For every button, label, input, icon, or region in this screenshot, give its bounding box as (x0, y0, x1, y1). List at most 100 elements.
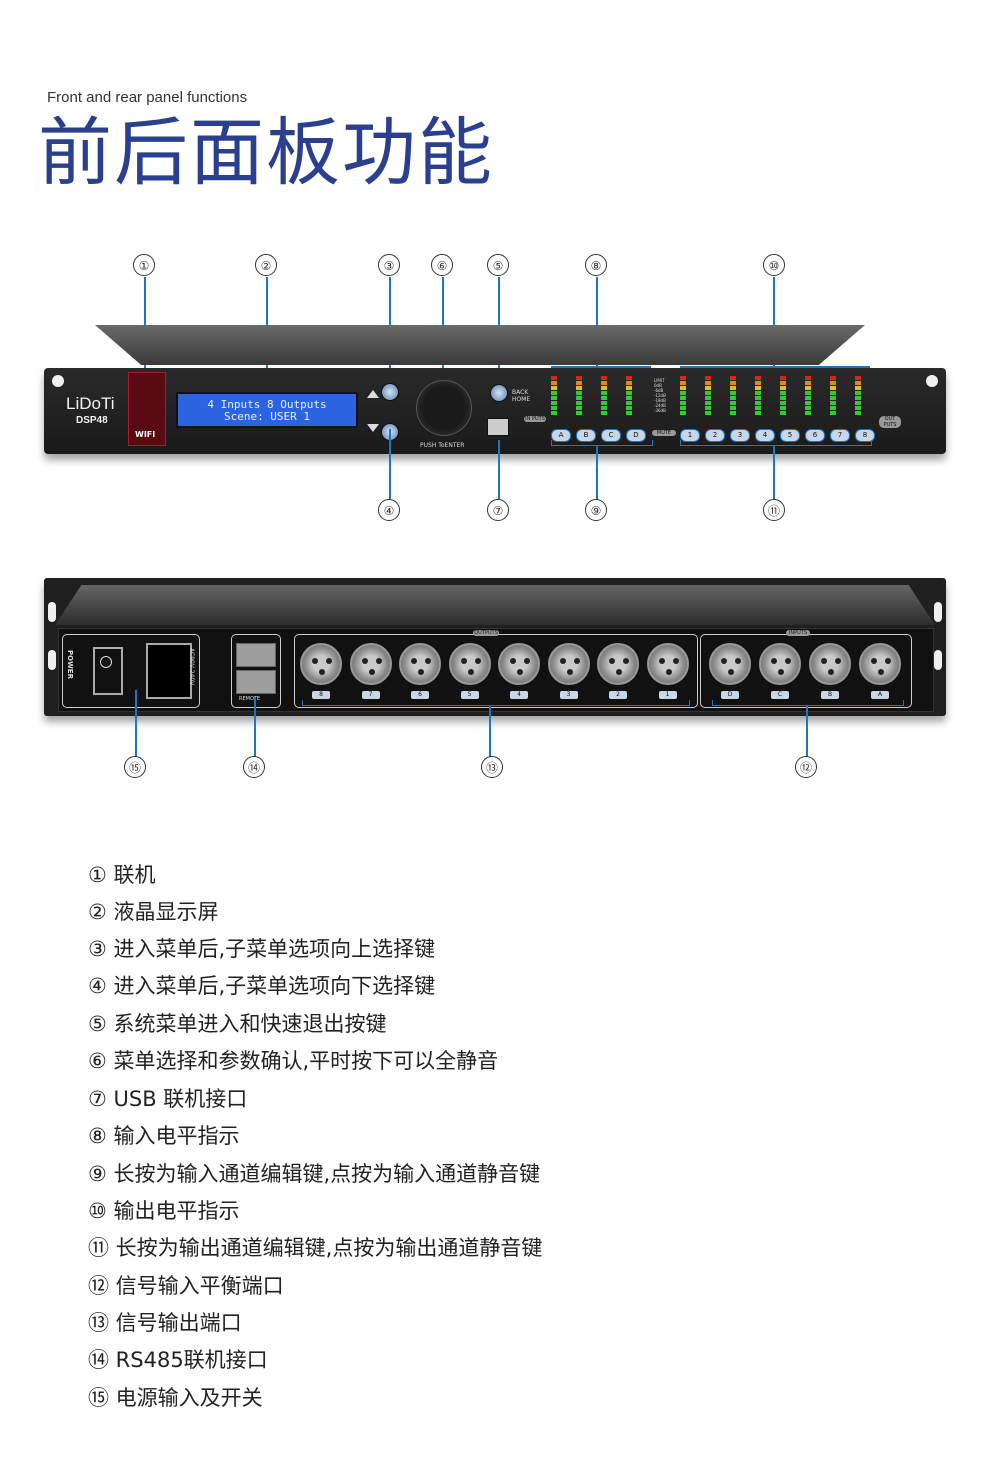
output-channel-button-8[interactable]: 8 (855, 429, 875, 442)
led-segment (680, 406, 686, 410)
xlr-pin (828, 669, 834, 675)
iec-power-inlet[interactable] (146, 643, 192, 699)
led-segment (601, 401, 607, 405)
input-xlr-d[interactable] (709, 643, 751, 685)
back-home-button[interactable] (490, 384, 508, 402)
led-segment (705, 406, 711, 410)
input-channel-button-d[interactable]: D (626, 429, 646, 442)
output-xlr-3[interactable] (547, 643, 590, 685)
led-segment (855, 406, 861, 410)
description-5: ⑤ 系统菜单进入和快速退出按键 (88, 1012, 387, 1036)
led-segment (551, 411, 557, 415)
led-segment (601, 411, 607, 415)
output-xlr-7[interactable] (349, 643, 392, 685)
led-meter-column (601, 376, 607, 416)
rear-chassis-top (55, 585, 935, 625)
led-segment (805, 386, 811, 390)
output-channel-button-5[interactable]: 5 (780, 429, 800, 442)
wifi-label: WIFI (135, 430, 156, 439)
description-12: ⑫ 信号输入平衡端口 (88, 1274, 284, 1298)
callout-line-4 (389, 429, 391, 500)
output-channel-button-2[interactable]: 2 (705, 429, 725, 442)
led-segment (680, 381, 686, 385)
xlr-pin (609, 658, 615, 664)
led-segment (705, 386, 711, 390)
xlr-pin (616, 669, 622, 675)
xlr-pin (885, 658, 891, 664)
output-channel-button-1[interactable]: 1 (680, 429, 700, 442)
led-meter-column (805, 376, 811, 416)
xlr-pin (361, 658, 368, 664)
led-segment (855, 401, 861, 405)
callout-12: ⑫ (795, 756, 817, 778)
input-channel-button-a[interactable]: A (551, 429, 571, 442)
voltage-label: AC90V-240V (188, 648, 195, 686)
led-segment (755, 376, 761, 380)
rear-ear-slot (934, 650, 942, 670)
output-xlr-1[interactable] (646, 643, 689, 685)
led-segment (780, 396, 786, 400)
led-segment (680, 386, 686, 390)
output-xlr-4[interactable] (498, 643, 540, 685)
encoder-knob[interactable] (416, 380, 472, 436)
usb-port[interactable] (487, 418, 509, 436)
led-segment (780, 381, 786, 385)
input-channel-button-b[interactable]: B (576, 429, 596, 442)
led-segment (780, 376, 786, 380)
led-segment (805, 381, 811, 385)
output-channel-button-3[interactable]: 3 (730, 429, 750, 442)
output-xlr-8[interactable] (300, 643, 342, 685)
output-xlr-5[interactable] (448, 643, 491, 685)
power-switch[interactable] (93, 647, 123, 695)
led-segment (551, 401, 557, 405)
rear-ear-slot (48, 602, 56, 622)
led-segment (601, 376, 607, 380)
led-segment (830, 396, 836, 400)
led-segment (626, 411, 632, 415)
led-segment (855, 396, 861, 400)
led-segment (705, 401, 711, 405)
led-meter-column (551, 376, 557, 416)
output-channel-button-6[interactable]: 6 (805, 429, 825, 442)
input-xlr-c[interactable] (759, 643, 801, 685)
led-segment (626, 381, 632, 385)
led-segment (601, 386, 607, 390)
led-segment (730, 381, 736, 385)
bracket-10 (680, 366, 870, 368)
lcd-display: 4 Inputs 8 Outputs Scene: USER 1 (176, 392, 358, 428)
output-port-label: 5 (460, 691, 479, 699)
led-meter-column (680, 376, 686, 416)
xlr-pin (573, 658, 580, 664)
callout-line-7 (498, 440, 500, 500)
led-segment (551, 386, 557, 390)
callout-line-15 (135, 690, 137, 757)
led-segment (705, 381, 711, 385)
output-channel-button-4[interactable]: 4 (755, 429, 775, 442)
led-segment (805, 411, 811, 415)
xlr-pin (467, 669, 474, 675)
input-channel-button-c[interactable]: C (601, 429, 621, 442)
up-button[interactable] (381, 383, 399, 401)
led-segment (780, 406, 786, 410)
output-xlr-6[interactable] (399, 643, 441, 685)
input-xlr-b[interactable] (809, 643, 851, 685)
xlr-pin (418, 669, 424, 675)
rj45-port-2[interactable] (236, 670, 276, 694)
rj45-port-1[interactable] (236, 643, 276, 667)
input-xlr-a[interactable] (859, 643, 901, 685)
led-segment (830, 406, 836, 410)
brand-logo: LiDoTi (66, 394, 115, 413)
led-segment (805, 376, 811, 380)
output-channel-button-7[interactable]: 7 (830, 429, 850, 442)
xlr-pin (735, 658, 741, 664)
xlr-pin (524, 658, 530, 664)
led-segment (755, 411, 761, 415)
output-port-label: 8 (312, 691, 330, 699)
output-port-label: 2 (609, 691, 627, 699)
led-segment (680, 376, 686, 380)
output-xlr-2[interactable] (597, 643, 639, 685)
led-meter-column (830, 376, 836, 416)
outputs-tag: OUTPUTS (473, 630, 499, 636)
description-1: ① 联机 (88, 863, 156, 887)
led-segment (855, 411, 861, 415)
